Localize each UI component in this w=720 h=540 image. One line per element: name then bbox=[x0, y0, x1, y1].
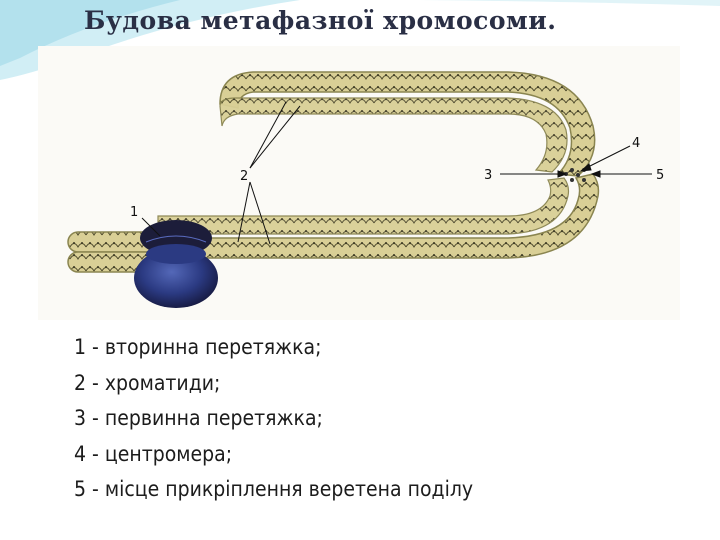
legend-text: первинна перетяжка; bbox=[105, 406, 323, 430]
chromosome-diagram: 1 2 3 4 5 bbox=[38, 46, 680, 320]
legend-separator: - bbox=[86, 442, 105, 466]
callout-4: 4 bbox=[632, 136, 640, 151]
callout-1: 1 bbox=[130, 205, 138, 220]
chromatid-upper-outer bbox=[220, 72, 595, 176]
legend-separator: - bbox=[86, 335, 105, 359]
callout-2: 2 bbox=[240, 169, 248, 184]
legend-number: 3 bbox=[74, 406, 86, 430]
legend-number: 1 bbox=[74, 335, 86, 359]
legend-number: 4 bbox=[74, 442, 86, 466]
callout-5: 5 bbox=[656, 168, 664, 183]
legend-item-4: 4 - центромера; bbox=[74, 437, 674, 473]
legend-item-1: 1 - вторинна перетяжка; bbox=[74, 330, 674, 366]
legend-separator: - bbox=[86, 406, 105, 430]
legend-text: вторинна перетяжка; bbox=[105, 335, 322, 359]
legend-number: 2 bbox=[74, 371, 86, 395]
legend-item-2: 2 - хроматиди; bbox=[74, 366, 674, 402]
chromatid-lower-inner bbox=[158, 178, 569, 234]
legend-separator: - bbox=[86, 371, 105, 395]
legend-number: 5 bbox=[74, 477, 86, 501]
chromosome-illustration: 1 2 3 4 5 bbox=[38, 46, 680, 320]
centromere-blob bbox=[134, 220, 218, 308]
chromatid-upper-inner bbox=[220, 98, 567, 172]
callout-3: 3 bbox=[484, 168, 492, 183]
legend-text: центромера; bbox=[105, 442, 232, 466]
legend: 1 - вторинна перетяжка; 2 - хроматиди; 3… bbox=[74, 330, 674, 508]
legend-separator: - bbox=[86, 477, 105, 501]
slide-title: Будова метафазної хромосоми. bbox=[84, 6, 556, 35]
legend-item-5: 5 - місце прикріплення веретена поділу bbox=[74, 472, 674, 508]
legend-text: хроматиди; bbox=[105, 371, 221, 395]
legend-item-3: 3 - первинна перетяжка; bbox=[74, 401, 674, 437]
legend-text: місце прикріплення веретена поділу bbox=[105, 477, 473, 501]
